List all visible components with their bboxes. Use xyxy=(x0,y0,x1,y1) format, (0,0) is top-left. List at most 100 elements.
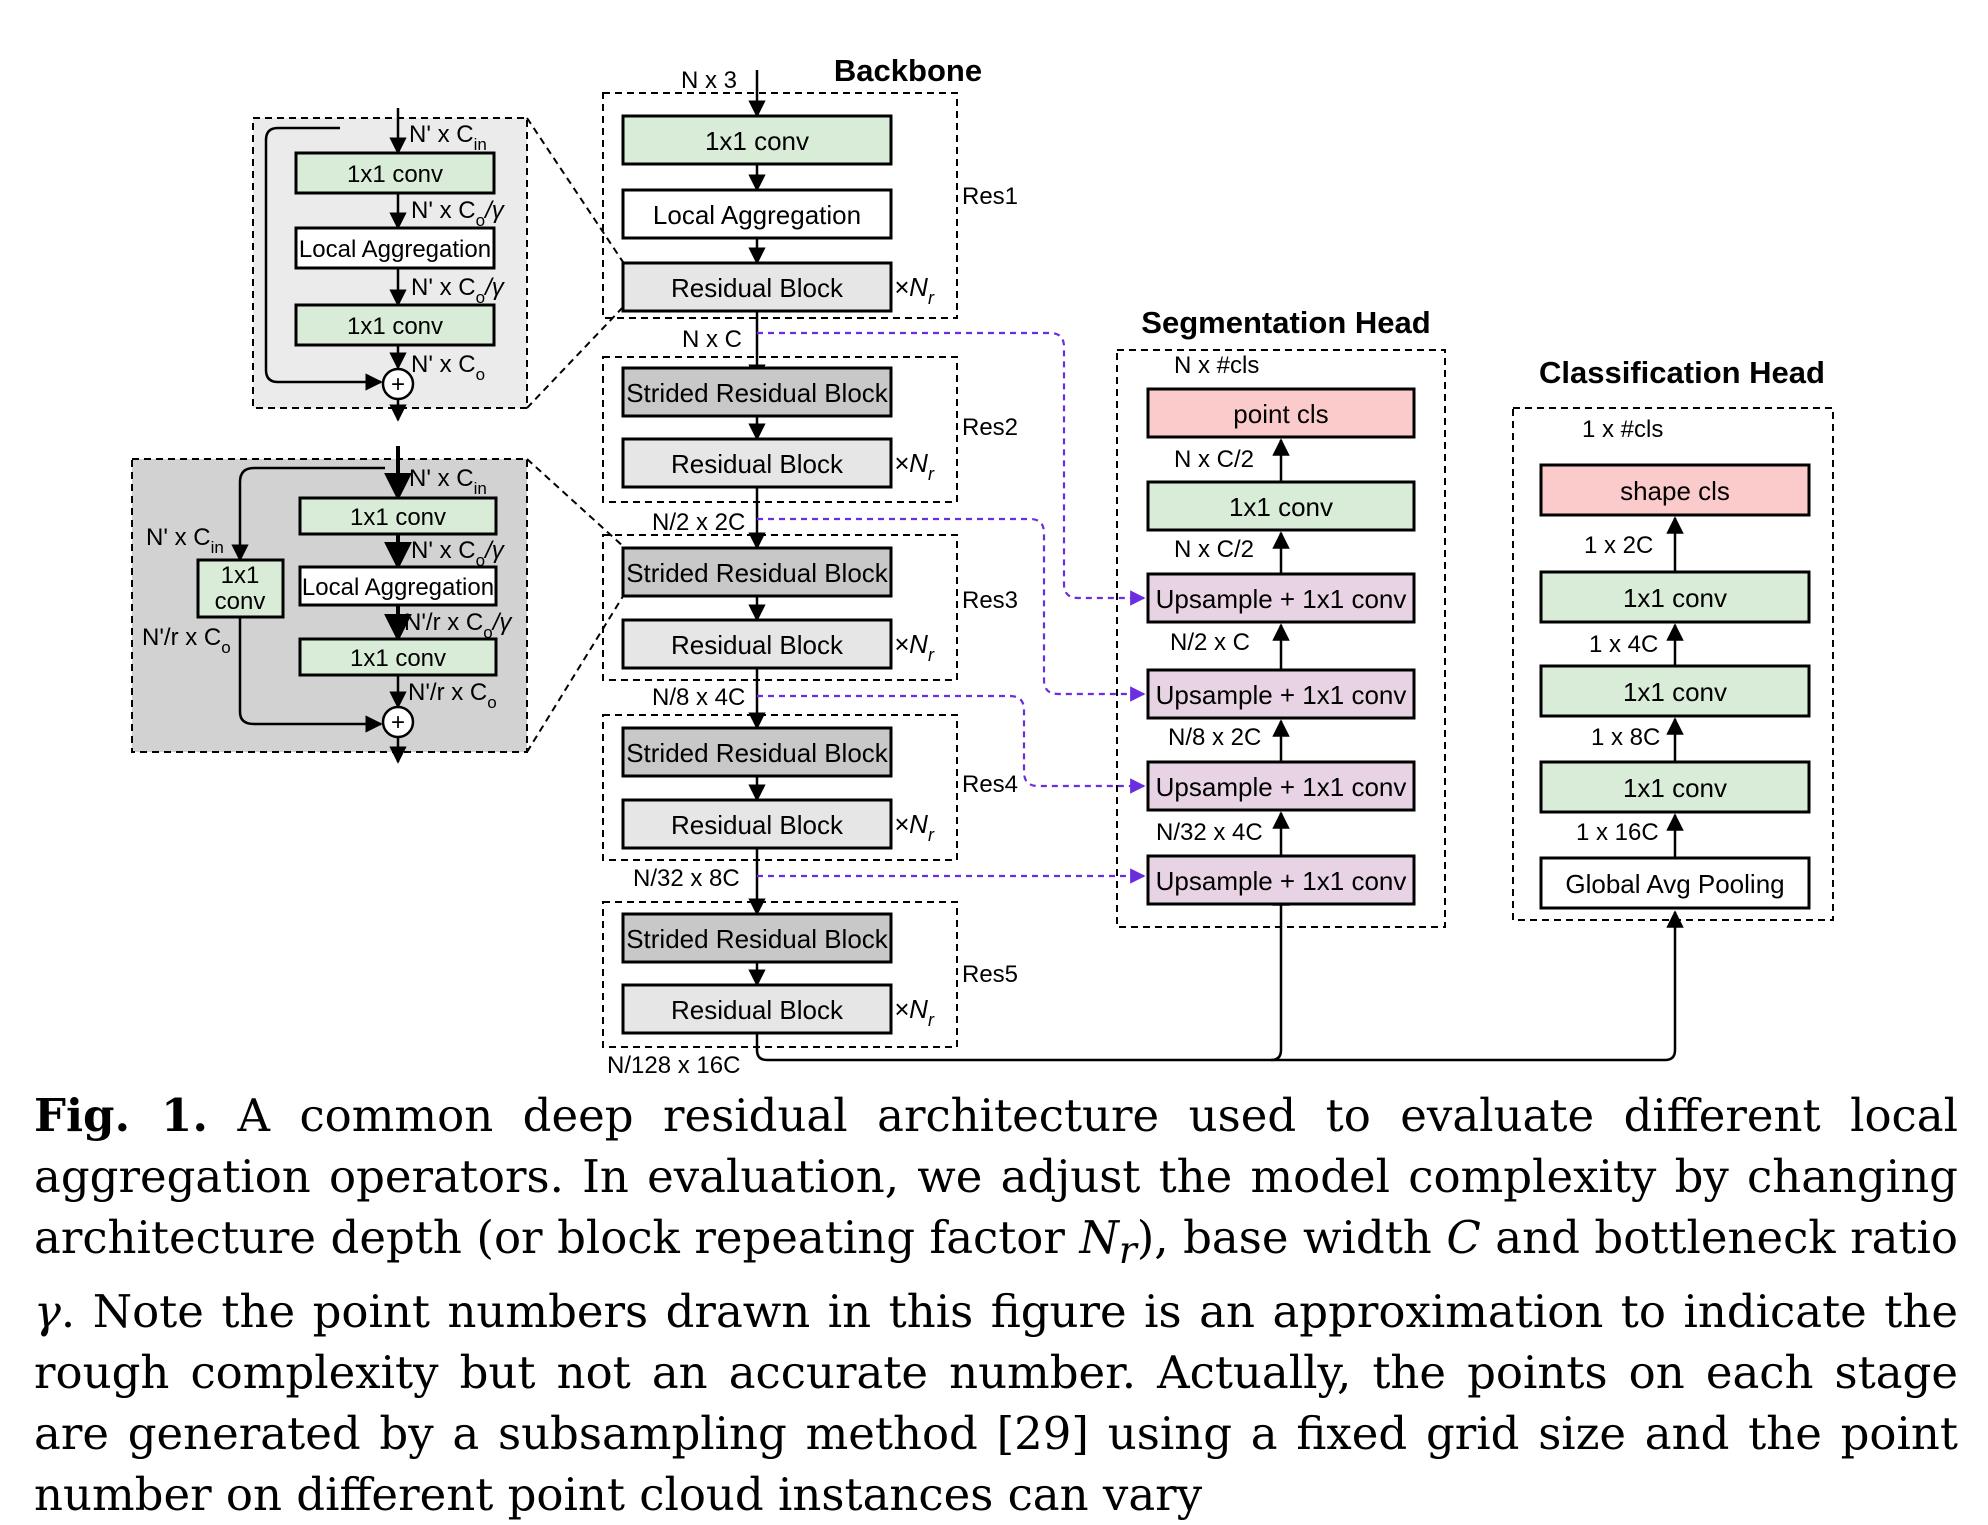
res1-label: Res1 xyxy=(962,183,1018,210)
architecture-diagram: N' x Cin 1x1 conv N' x Co/γ Local Aggreg… xyxy=(131,53,1834,1079)
seg-head-title: Segmentation Head xyxy=(1141,305,1430,340)
res2-strided-block xyxy=(621,366,893,418)
backbone-input-label: N x 3 xyxy=(681,67,737,94)
res1-conv-label: 1x1 conv xyxy=(705,126,809,156)
res5-strided-block xyxy=(621,912,893,964)
seg-dim-n2: N/2 x C xyxy=(1170,629,1250,656)
detail1-local-agg-label: Local Aggregation xyxy=(299,236,491,263)
detail2-shortcut-in: N' x Cin xyxy=(146,524,224,557)
detail1-n-co: N' x Co xyxy=(411,351,485,384)
res2-stage xyxy=(602,356,958,503)
backbone: Backbone N x 3 Res1 1x1 conv Local Aggre… xyxy=(602,53,1684,1079)
dim-n-c: N x C xyxy=(682,326,742,353)
cls-conv-3 xyxy=(1539,760,1811,814)
residual-block-detail: N' x Cin 1x1 conv N' x Co/γ Local Aggreg… xyxy=(252,108,528,422)
classification-head: Classification Head 1 x #cls shape cls 1… xyxy=(1512,355,1834,921)
res2-strided-label: Strided Residual Block xyxy=(626,378,889,408)
detail2-nr-co: N'/r x Co xyxy=(408,679,497,712)
global-avg-pool-box xyxy=(1539,856,1811,910)
cls-conv-1-label: 1x1 conv xyxy=(1623,583,1727,613)
point-cls-box xyxy=(1146,387,1416,439)
res3-strided-label: Strided Residual Block xyxy=(626,558,889,588)
res4-repeat: ×Nr xyxy=(894,809,935,845)
dim-n8-4c: N/8 x 4C xyxy=(652,684,745,711)
cls-dim-4c: 1 x 4C xyxy=(1589,631,1658,658)
seg-upsample-1 xyxy=(1146,572,1416,624)
res3-label: Res3 xyxy=(962,587,1018,614)
detail2-shortcut-conv-l2: conv xyxy=(215,588,266,615)
strided-block-detail: N' x Cin N' x Cin 1x1 conv N'/r x Co 1x1… xyxy=(131,446,528,764)
cls-head-frame xyxy=(1512,407,1834,921)
seg-head-frame xyxy=(1116,349,1446,928)
caption-text-3: and bottleneck ratio xyxy=(1480,1211,1959,1264)
res5-strided-label: Strided Residual Block xyxy=(626,924,889,954)
detail1-co-gamma-b: N' x Co/γ xyxy=(411,274,506,307)
res4-stage xyxy=(602,714,958,861)
seg-dim-n32: N/32 x 4C xyxy=(1156,819,1263,846)
detail2-plus: + xyxy=(391,709,405,736)
figure-caption: Fig. 1. A common deep residual architect… xyxy=(34,1085,1958,1525)
cls-dim-16c: 1 x 16C xyxy=(1576,819,1659,846)
res4-label: Res4 xyxy=(962,771,1018,798)
res2-residual-block xyxy=(621,437,893,489)
backbone-title: Backbone xyxy=(834,53,982,88)
detail2-nr-co-gamma: N'/r x Co/γ xyxy=(404,609,513,642)
caption-text-2: ), base width xyxy=(1136,1211,1447,1264)
detail1-conv-top xyxy=(294,151,496,195)
cls-out-label: 1 x #cls xyxy=(1582,416,1663,443)
res4-residual-label: Residual Block xyxy=(671,810,844,840)
res5-residual-label: Residual Block xyxy=(671,995,844,1025)
caption-gamma: γ xyxy=(34,1285,61,1338)
detail1-n-cin: N' x Cin xyxy=(409,121,487,154)
segmentation-head: Segmentation Head N x #cls point cls N x… xyxy=(1116,305,1446,928)
detail2-local-agg-label: Local Aggregation xyxy=(302,574,494,601)
cls-conv-2-label: 1x1 conv xyxy=(1623,677,1727,707)
seg-dim-c2-b: N x C/2 xyxy=(1174,536,1254,563)
res5-stage xyxy=(602,901,958,1048)
res4-strided-label: Strided Residual Block xyxy=(626,738,889,768)
detail2-conv-bottom xyxy=(298,637,498,677)
caption-label: Fig. 1. xyxy=(34,1089,208,1142)
seg-dim-n8: N/8 x 2C xyxy=(1168,724,1261,751)
detail1-local-agg xyxy=(294,226,496,270)
res2-residual-label: Residual Block xyxy=(671,449,844,479)
cls-conv-3-label: 1x1 conv xyxy=(1623,773,1727,803)
res1-residual-label: Residual Block xyxy=(671,273,844,303)
dim-n128-16c: N/128 x 16C xyxy=(607,1052,740,1079)
skip-connections xyxy=(757,331,1146,884)
seg-conv-box xyxy=(1146,480,1416,532)
detail2-conv-bottom-label: 1x1 conv xyxy=(350,645,446,672)
cls-conv-1 xyxy=(1539,570,1811,624)
seg-conv-label: 1x1 conv xyxy=(1229,492,1333,522)
detail2-co-gamma: N' x Co/γ xyxy=(411,537,506,570)
caption-text-4: . Note the point numbers drawn in this f… xyxy=(34,1285,1958,1521)
res5-repeat: ×Nr xyxy=(894,994,935,1030)
res2-label: Res2 xyxy=(962,414,1018,441)
zoom-connectors xyxy=(526,117,626,753)
res1-stage xyxy=(602,92,958,319)
res3-repeat: ×Nr xyxy=(894,629,935,665)
res1-conv xyxy=(621,114,893,166)
seg-upsample-4 xyxy=(1146,854,1416,906)
res2-repeat: ×Nr xyxy=(894,448,935,484)
point-cls-label: point cls xyxy=(1233,399,1328,429)
seg-dim-c2-a: N x C/2 xyxy=(1174,446,1254,473)
detail1-plus: + xyxy=(391,371,405,398)
res1-local-agg xyxy=(621,188,893,240)
detail2-n-cin: N' x Cin xyxy=(409,465,487,498)
res1-local-agg-label: Local Aggregation xyxy=(653,200,861,230)
res5-label: Res5 xyxy=(962,961,1018,988)
caption-text-1: A common deep residual architecture used… xyxy=(34,1089,1958,1264)
seg-out-label: N x #cls xyxy=(1174,352,1259,379)
seg-upsample-4-label: Upsample + 1x1 conv xyxy=(1156,866,1407,896)
global-avg-pool-label: Global Avg Pooling xyxy=(1565,869,1784,899)
detail1-conv-top-label: 1x1 conv xyxy=(347,161,443,188)
seg-upsample-3 xyxy=(1146,760,1416,812)
detail2-shortcut-conv xyxy=(196,558,285,619)
caption-c: C xyxy=(1446,1211,1481,1264)
caption-nr-sub: r xyxy=(1118,1228,1137,1272)
seg-upsample-1-label: Upsample + 1x1 conv xyxy=(1156,584,1407,614)
shape-cls-box xyxy=(1539,463,1811,517)
res3-residual-label: Residual Block xyxy=(671,630,844,660)
dim-n2-2c: N/2 x 2C xyxy=(652,509,745,536)
